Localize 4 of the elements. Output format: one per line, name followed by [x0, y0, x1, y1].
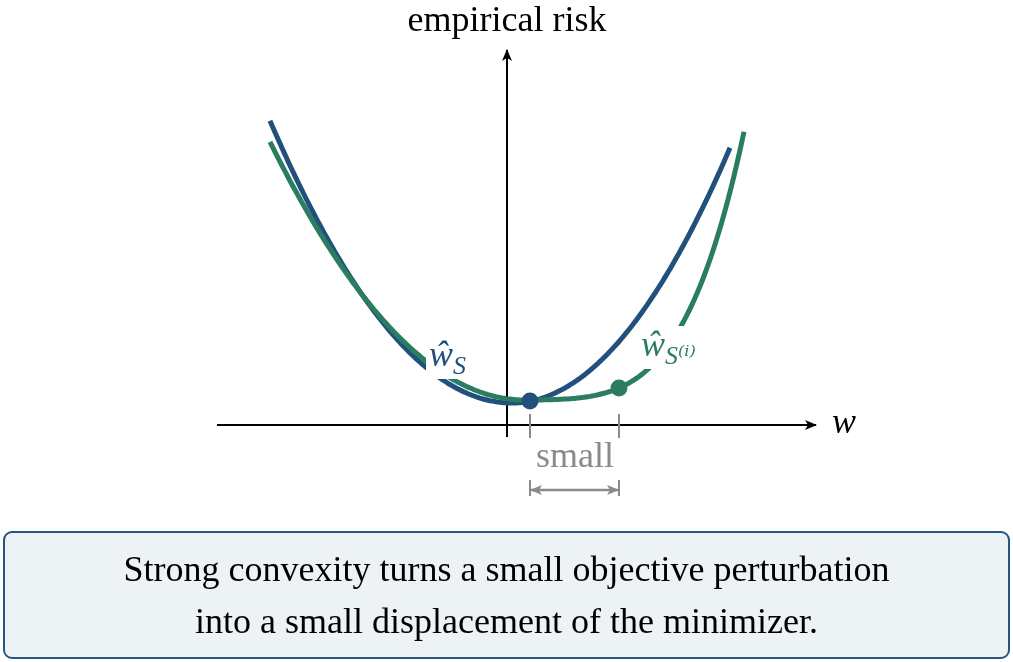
dimension-label: small — [536, 437, 614, 475]
y-axis-label: empirical risk — [407, 1, 607, 39]
x-axis-label: w — [832, 403, 856, 441]
caption-text: Strong convexity turns a small objective perturbation into a small displacement of the minimizer. — [122, 547, 891, 643]
